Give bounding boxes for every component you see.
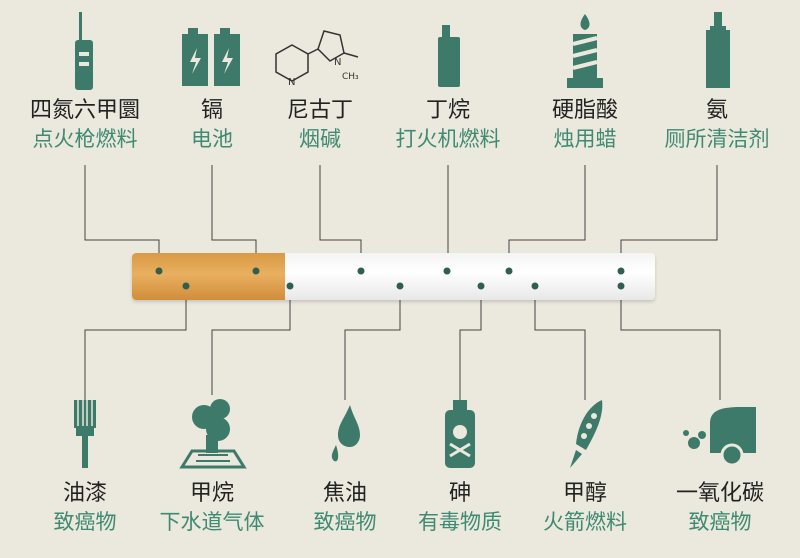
dot [531,282,539,290]
chemical-use: 下水道气体 [159,510,265,534]
bottom-item: 一氧化碳致癌物 [645,480,795,536]
chemical-use: 致癌物 [53,510,117,534]
top-item: 尼古丁烟碱 [245,97,395,153]
top-item: 硬脂酸烛用蜡 [510,97,660,153]
dot [357,267,365,275]
top-item: 四氮六甲圜点火枪燃料 [10,97,160,153]
dot [396,282,404,290]
top-item: 丁烷打火机燃料 [373,97,523,153]
chemical-use: 有毒物质 [418,510,502,534]
cigarette-filter [132,253,285,300]
dot [286,282,294,290]
bottom-item: 砷有毒物质 [385,480,535,536]
chemical-use: 厕所清洁剂 [664,127,770,151]
dot [155,267,163,275]
chemical-use: 致癌物 [313,510,377,534]
lighter-icon [438,25,460,87]
svg-text:N: N [334,57,341,68]
chemical-use: 致癌物 [688,510,752,534]
tar-drop-icon [331,405,360,462]
chemical-use: 火箭燃料 [543,510,627,534]
chemical-name: 镉 [200,98,223,123]
dot [617,267,625,275]
chemical-use: 烛用蜡 [553,127,617,151]
chemical-name: 甲醇 [562,481,607,506]
car-exhaust-icon [683,407,756,467]
spray-bottle-icon [706,12,730,88]
poison-bottle-icon [445,400,475,468]
chemical-name: 硬脂酸 [551,98,618,123]
top-item: 氨厕所清洁剂 [642,97,792,153]
chemical-name: 油漆 [62,481,107,506]
dot [617,282,625,290]
chemical-name: 尼古丁 [286,98,353,123]
chemical-name: 焦油 [322,481,367,506]
candle-icon [567,14,603,88]
svg-text:N: N [288,77,295,88]
dot [477,282,485,290]
chemical-name: 一氧化碳 [675,481,764,506]
chemical-name: 砷 [448,481,471,506]
bottom-item: 油漆致癌物 [10,480,160,536]
svg-text:CH₃: CH₃ [342,72,359,82]
rocket-icon [570,400,603,468]
sewer-gas-icon [179,399,247,469]
chemical-name: 四氮六甲圜 [29,98,140,123]
dot [252,267,260,275]
chemical-name: 丁烷 [425,98,470,123]
dot [443,267,451,275]
bottom-item: 焦油致癌物 [270,480,420,536]
chemical-use: 电池 [191,127,233,151]
chemical-use: 烟碱 [299,127,341,151]
battery-icon [182,28,240,86]
bottom-item: 甲烷下水道气体 [137,480,287,536]
chemical-use: 打火机燃料 [395,127,501,151]
lighter-gun-icon [75,12,93,90]
chemical-use: 点火枪燃料 [32,127,138,151]
top-item: 镉电池 [137,97,287,153]
paint-brush-icon [74,400,96,468]
dot [505,267,513,275]
cigarette [132,253,655,300]
chemical-name: 氨 [705,98,728,123]
dot [182,282,190,290]
bottom-item: 甲醇火箭燃料 [510,480,660,536]
chemical-name: 甲烷 [189,481,234,506]
